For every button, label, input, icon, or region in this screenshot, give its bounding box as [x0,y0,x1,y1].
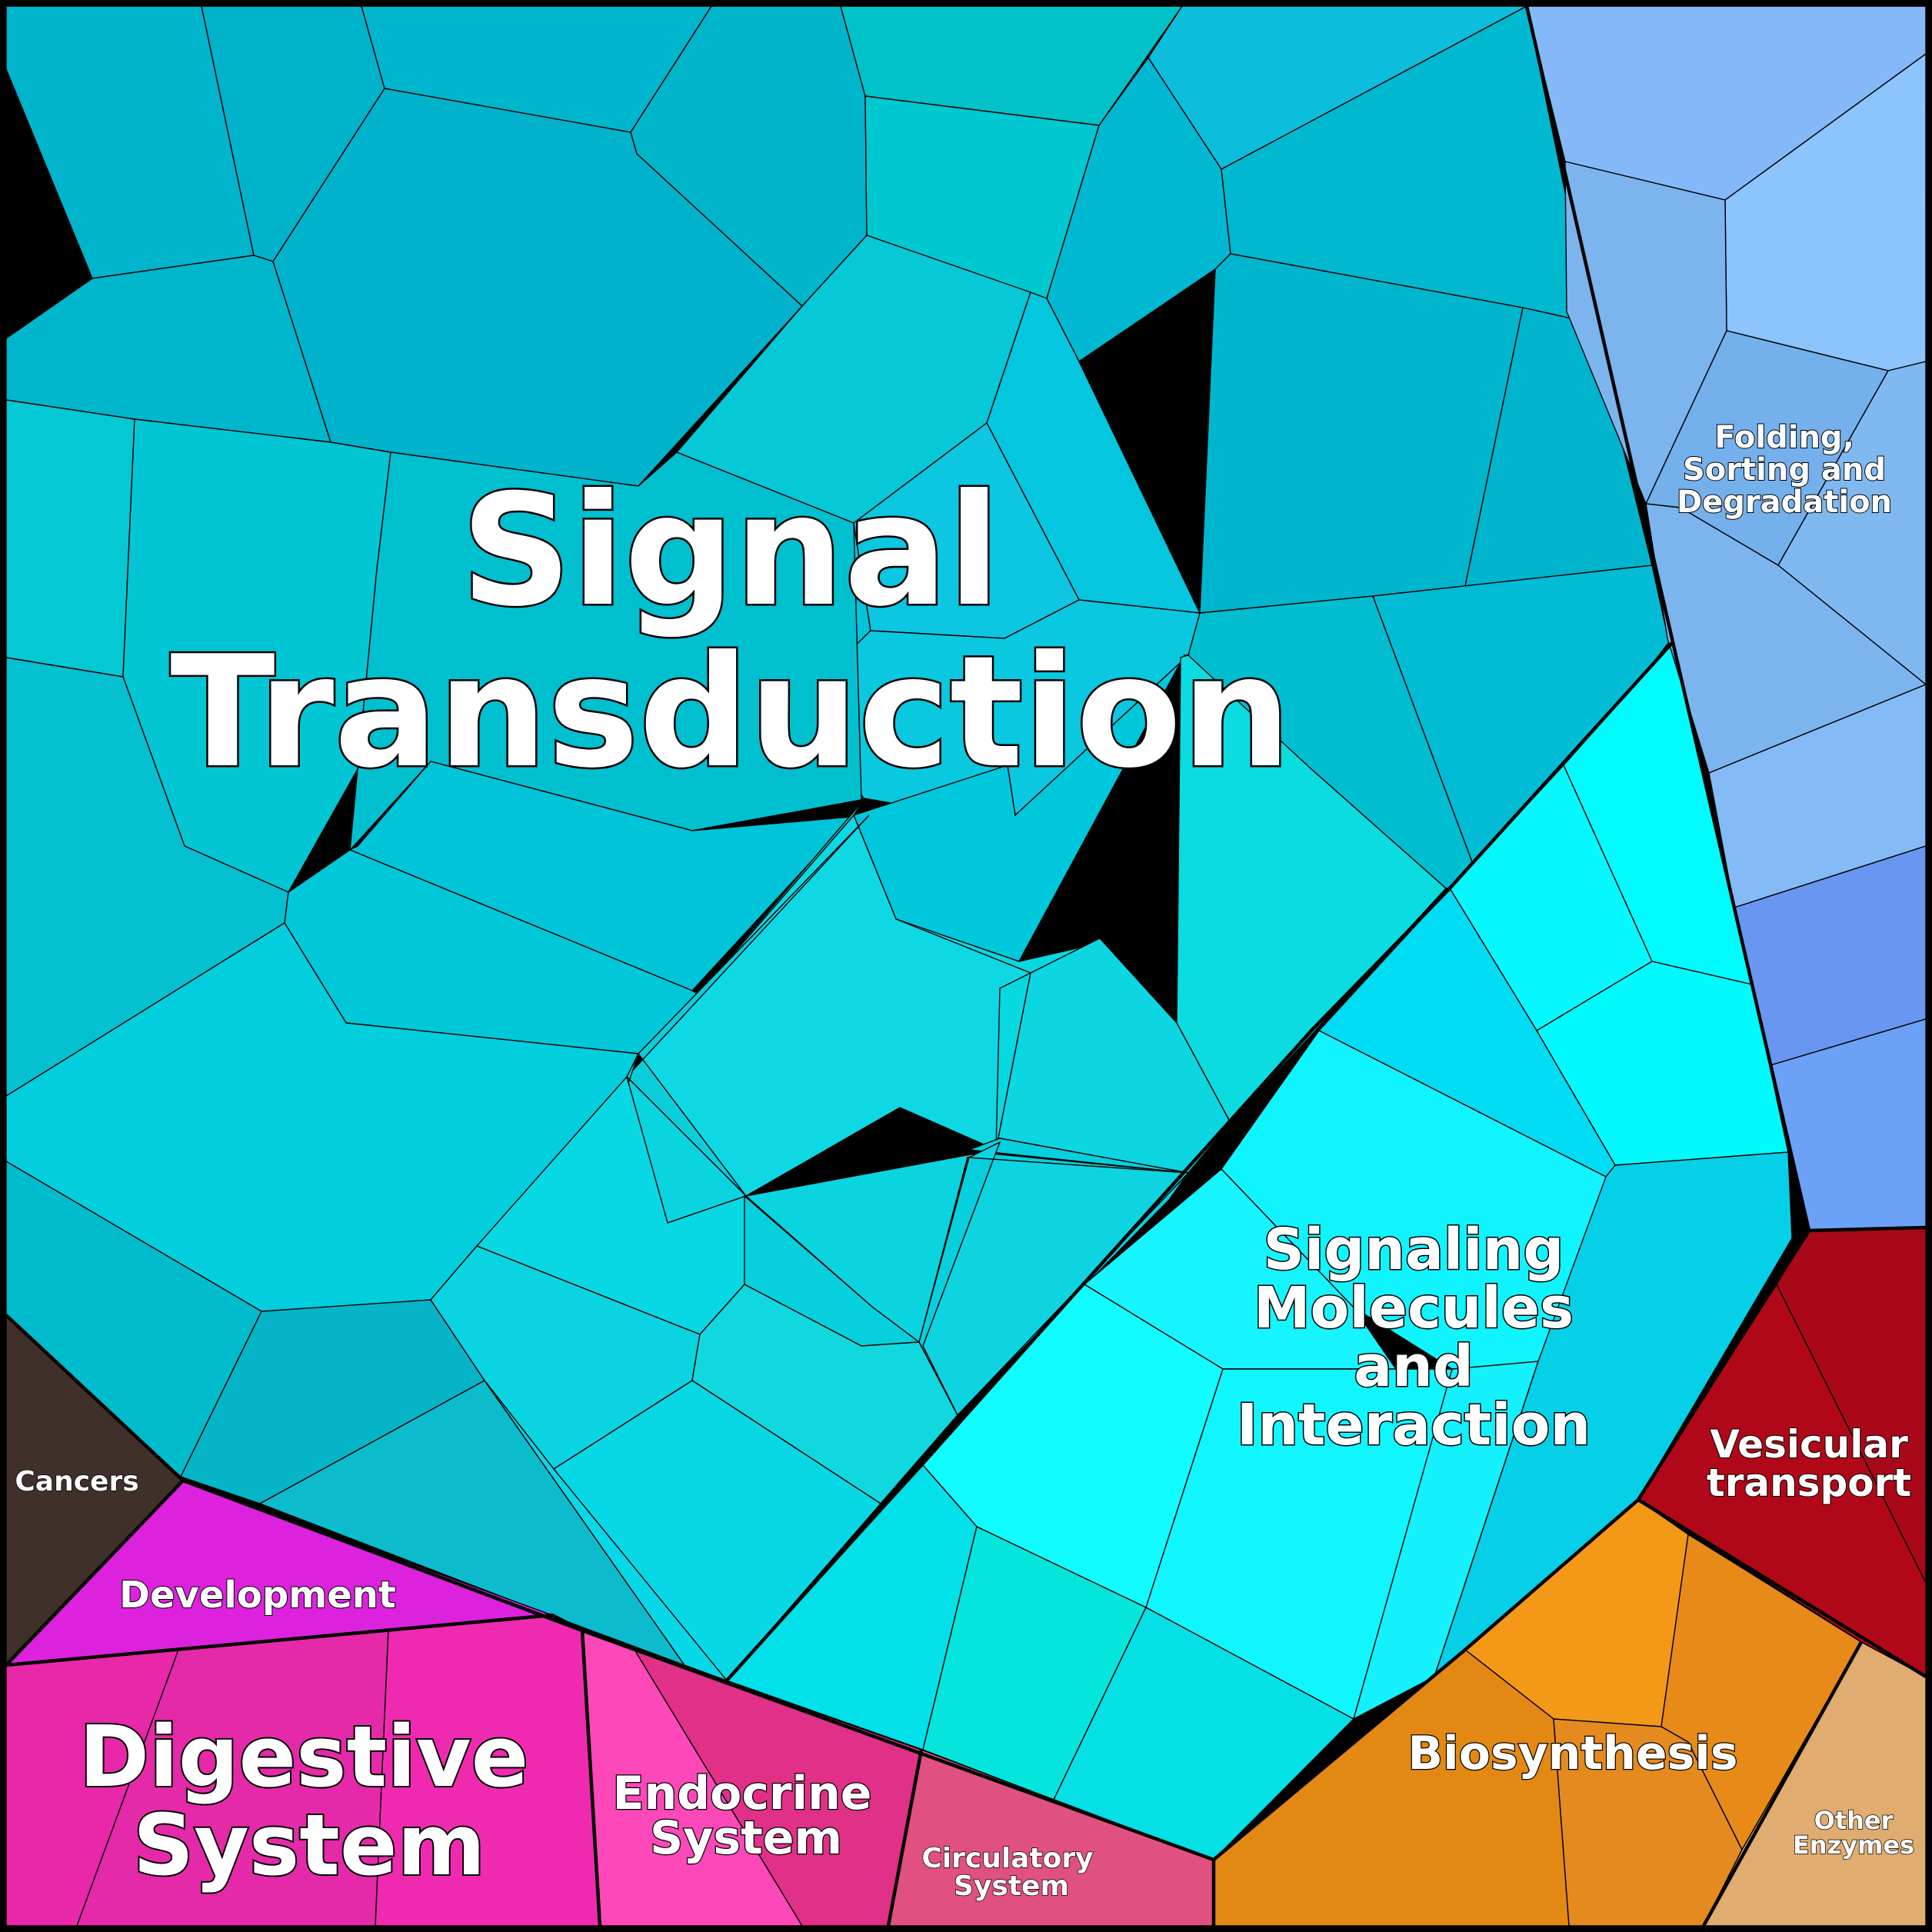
cell[interactable] [5,399,135,678]
label-folding-line2: Sorting and [1683,452,1886,488]
label-vesicular-line2: transport [1707,1461,1911,1505]
cell[interactable] [626,814,1032,1197]
label-signaling-molecules-line4: Interaction [1237,1392,1591,1458]
label-folding-line3: Degradation [1677,485,1892,520]
label-development: Development [119,1574,396,1617]
label-circulatory-line2: System [954,1870,1069,1902]
label-signaling-molecules-line2: Molecules [1254,1275,1574,1341]
label-endocrine-line1: Endocrine [612,1767,871,1820]
label-vesicular-line1: Vesicular [1710,1422,1908,1467]
label-digestive-line2: System [133,1796,485,1894]
label-endocrine-line2: System [650,1811,842,1865]
label-other-enzymes-line2: Enzymes [1793,1830,1914,1860]
region-endocrine [581,1629,922,1927]
cell[interactable] [552,1380,882,1682]
label-folding-line1: Folding, [1714,420,1854,455]
cell[interactable] [968,1122,1231,1174]
label-signal-transduction-line1: Signal [461,461,1001,641]
region-signal-transduction [5,5,1670,1682]
label-digestive-line1: Digestive [79,1707,528,1806]
cell[interactable] [922,1141,1190,1417]
label-signaling-molecules-line1: Signaling [1264,1217,1564,1283]
label-cancers: Cancers [15,1466,138,1497]
label-signal-transduction-line2: Transduction [170,623,1291,802]
label-signaling-molecules-line3: and [1354,1334,1474,1400]
label-circulatory-line1: Circulatory [921,1843,1093,1874]
label-other-enzymes-line1: Other [1814,1806,1894,1835]
region-biosynthesis [1213,1499,1862,1927]
label-biosynthesis: Biosynthesis [1407,1727,1737,1780]
